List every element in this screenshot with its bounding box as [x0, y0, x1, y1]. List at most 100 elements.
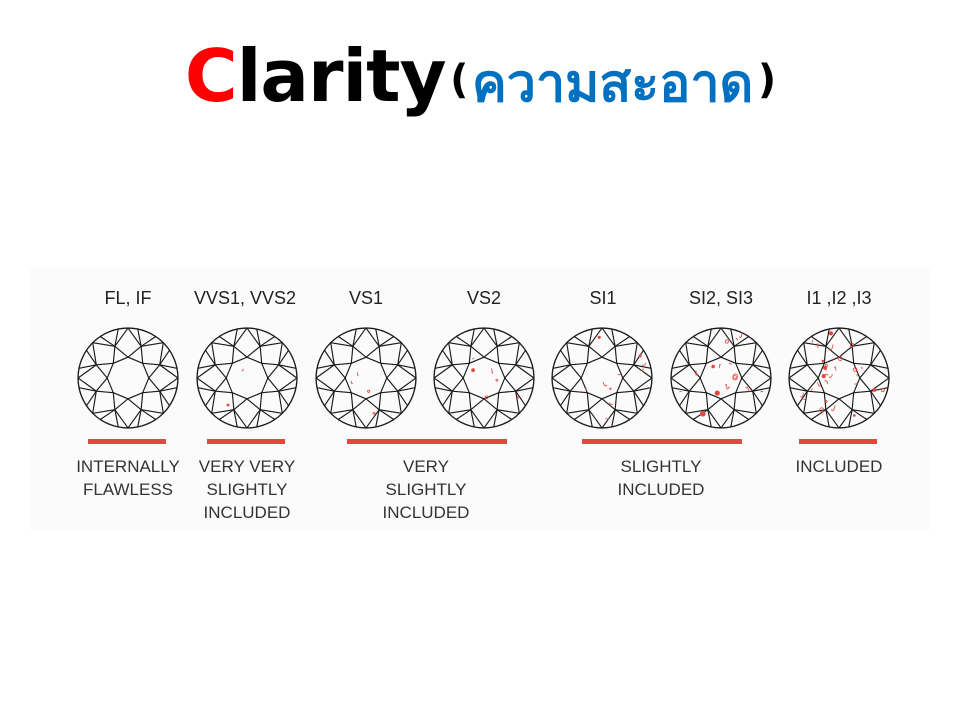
girdle-facet: [352, 409, 357, 428]
star-facet: [112, 346, 116, 364]
bezel-facet: [670, 364, 690, 379]
bezel-facet: [734, 409, 757, 414]
girdle-facet: [496, 409, 513, 420]
girdle-facet: [870, 364, 889, 369]
bezel-facet: [803, 342, 826, 347]
girdle-facet: [797, 349, 808, 366]
table-edge: [246, 356, 262, 364]
star-facet: [859, 364, 872, 379]
inclusion-mark: [725, 383, 728, 390]
girdle-facet: [496, 336, 513, 347]
inclusion-mark: [516, 396, 520, 399]
grade-label-vvs: VVS1, VVS2: [193, 288, 297, 308]
bezel-facet: [127, 327, 142, 347]
girdle-facet: [442, 349, 453, 366]
inclusion-mark: [745, 386, 750, 392]
inclusion-mark: [860, 366, 863, 370]
bezel-facet: [315, 377, 335, 392]
bar-internally-flawless: [88, 439, 166, 444]
star-facet: [112, 392, 116, 410]
category-internally-flawless: INTERNALLY FLAWLESS: [76, 457, 180, 499]
bezel-facet: [92, 342, 97, 365]
inclusion-mark: [367, 389, 371, 393]
star-facet: [707, 398, 722, 411]
star-facet: [689, 362, 707, 366]
girdle-facet: [707, 328, 712, 347]
table-edge: [824, 356, 840, 364]
star-facet: [807, 362, 825, 366]
girdle-facet: [378, 409, 395, 420]
inclusion-mark: [828, 374, 833, 378]
table-edge: [127, 356, 143, 364]
star-facet: [823, 392, 827, 410]
inclusion-mark: [495, 378, 499, 382]
girdle-facet: [256, 328, 261, 347]
grade-label-vs2: VS2: [466, 288, 502, 308]
inclusion-mark: [811, 339, 814, 343]
table-edge: [817, 363, 825, 379]
bezel-facet: [260, 409, 283, 414]
bezel-facet: [246, 409, 261, 429]
girdle-facet: [671, 387, 690, 392]
inclusion-mark: [226, 403, 230, 407]
star-facet: [838, 345, 853, 358]
girdle-facet: [611, 328, 616, 347]
bezel-facet: [278, 364, 298, 379]
star-facet: [452, 390, 470, 394]
inclusion-mark: [372, 411, 376, 415]
table-edge: [106, 363, 114, 379]
table-edge: [483, 356, 499, 364]
table-edge: [483, 392, 499, 400]
star-facet: [806, 364, 819, 379]
bezel-facet: [566, 391, 571, 414]
table-edge: [246, 392, 262, 400]
inclusion-mark: [724, 339, 729, 344]
star-facet: [622, 377, 635, 392]
table-edge: [462, 377, 470, 393]
bezel-facet: [470, 409, 485, 429]
girdle-facet: [442, 390, 453, 407]
girdle-facet: [789, 387, 808, 392]
star-facet: [689, 390, 707, 394]
inclusion-mark: [711, 364, 715, 369]
star-facet: [470, 345, 485, 358]
star-facet: [148, 377, 161, 392]
bezel-facet: [825, 409, 840, 429]
title-paren-open: (: [450, 57, 468, 103]
bezel-facet: [352, 327, 367, 347]
inclusion-mark: [817, 382, 821, 387]
bezel-facet: [246, 327, 261, 347]
star-facet: [496, 346, 500, 364]
inclusion-mark: [828, 331, 834, 336]
bezel-facet: [551, 364, 571, 379]
star-facet: [688, 364, 701, 379]
star-facet: [95, 364, 108, 379]
bezel-facet: [633, 391, 638, 414]
girdle-facet: [278, 349, 289, 366]
bezel-facet: [433, 364, 453, 379]
inclusion-mark: [484, 395, 489, 400]
girdle-facet: [337, 336, 354, 347]
bezel-facet: [734, 342, 757, 347]
star-facet: [504, 377, 517, 392]
star-facet: [267, 377, 280, 392]
star-facet: [215, 390, 233, 394]
bezel-facet: [551, 377, 571, 392]
star-facet: [267, 364, 280, 379]
bezel-facet: [379, 342, 402, 347]
star-facet: [498, 390, 516, 394]
girdle-facet: [233, 328, 238, 347]
star-facet: [95, 377, 108, 392]
bezel-facet: [159, 364, 179, 379]
girdle-facet: [278, 364, 297, 369]
inclusion-mark: [832, 359, 834, 362]
bezel-facet: [159, 342, 164, 365]
girdle-facet: [789, 364, 808, 369]
grade-label-i1-i3: I1 ,I2 ,I3: [806, 288, 872, 308]
star-facet: [859, 377, 872, 392]
star-facet: [504, 364, 517, 379]
girdle-facet: [679, 390, 690, 407]
girdle-facet: [493, 409, 498, 428]
bar-included: [799, 439, 877, 444]
bezel-facet: [566, 342, 589, 347]
